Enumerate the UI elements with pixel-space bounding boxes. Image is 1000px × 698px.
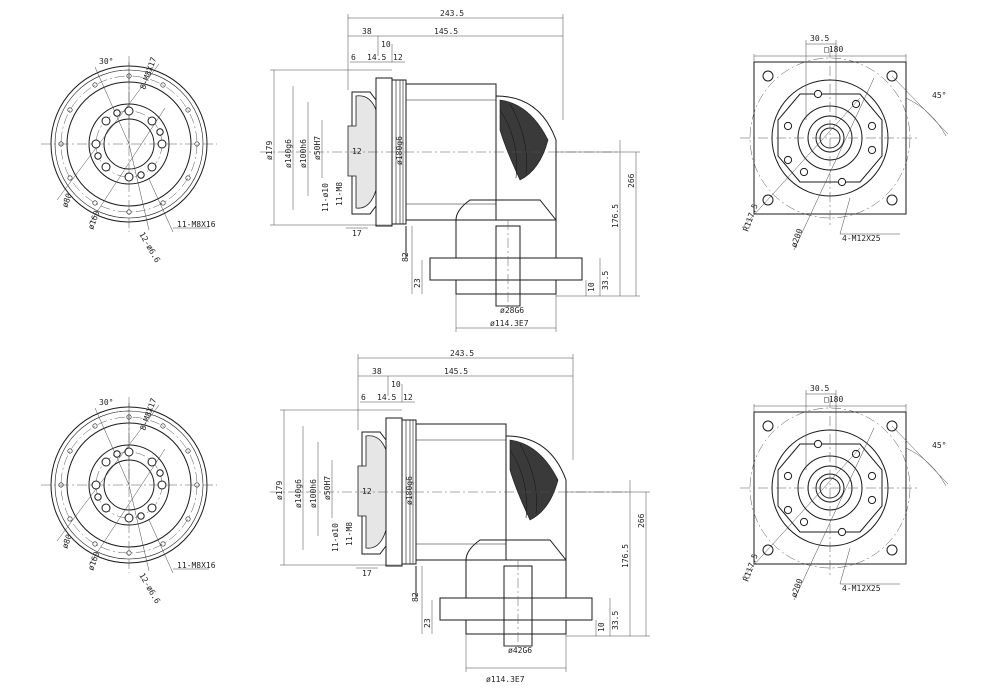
side-section-view: 243.5 38 145.5 10 6 14.5 12 ø179 ø140g6 …	[260, 9, 640, 332]
dim-d180g6: ø180g6	[395, 136, 404, 165]
dim-30-2: 30.5	[810, 384, 829, 393]
dim-14: 14.5	[367, 53, 386, 62]
dim-shaft: ø28G6	[500, 306, 524, 315]
dim-bore: ø114.3E7	[490, 319, 529, 328]
pin-label: 12-ø6.6	[137, 231, 162, 265]
tap-label-right: 4-M12X25	[842, 234, 881, 243]
drawing-row-2: 30° 8-M8X17 ø80 ø160 11-M8X16 12-ø6.6 24…	[41, 349, 949, 684]
r117-label: R117.5	[741, 202, 759, 232]
dim-10b-2: 10	[597, 622, 606, 632]
hole-label: 11-M8X16	[177, 220, 216, 229]
dim-17-2: 17	[362, 569, 372, 578]
dim-145: 145.5	[434, 27, 458, 36]
dim-82-2: 82	[411, 592, 420, 602]
tap-label: 8-M8X17	[138, 56, 158, 91]
d200-label: ø200	[789, 227, 804, 248]
dim-12b: 12	[352, 147, 362, 156]
dim-10-2: 10	[391, 380, 401, 389]
pitch-small-label-2: ø80	[60, 533, 73, 550]
dim-11-phi10: 11-ø10	[321, 183, 330, 212]
tap-label-2: 8-M8X17	[138, 397, 158, 432]
dim-17: 17	[352, 229, 362, 238]
dim-11-m8: 11-M8	[335, 182, 344, 206]
pitch-small-label: ø80	[60, 192, 73, 209]
dim-12: 12	[393, 53, 403, 62]
dim-82: 82	[401, 252, 410, 262]
square-label: □180	[824, 45, 843, 54]
angle45-label-2: 45°	[932, 441, 946, 450]
drawing-row-1: 30° 8-M8X17 ø80 ø160 11-M8X16 12-ø6.6 24…	[41, 9, 949, 332]
dim-bore-2: ø114.3E7	[486, 675, 525, 684]
flange-end-view-left-2: 30° 8-M8X17 ø80 ø160 11-M8X16 12-ø6.6	[41, 397, 217, 606]
flange-end-view-left: 30° 8-M8X17 ø80 ø160 11-M8X16 12-ø6.6	[41, 56, 217, 265]
dim-d50-2: ø50H7	[323, 476, 332, 500]
dim-d179-2: ø179	[275, 481, 284, 500]
pitch-large-label-2: ø160	[86, 550, 101, 571]
dim-14-2: 14.5	[377, 393, 396, 402]
dim-33-2: 33.5	[611, 611, 620, 630]
dim-d100: ø100h6	[299, 139, 308, 168]
dim-176: 176.5	[611, 204, 620, 228]
square-label-2: □180	[824, 395, 843, 404]
angle-label-2: 30°	[99, 398, 113, 407]
tap-label-right-2: 4-M12X25	[842, 584, 881, 593]
dim-d179: ø179	[265, 141, 274, 160]
dim-176-2: 176.5	[621, 544, 630, 568]
dim-d140-2: ø140g6	[294, 479, 303, 508]
dim-6: 6	[351, 53, 356, 62]
dim-23: 23	[413, 278, 422, 288]
r117-label-2: R117.5	[741, 552, 759, 582]
dim-38-2: 38	[372, 367, 382, 376]
dim-33: 33.5	[601, 271, 610, 290]
dim-11-m8-2: 11-M8	[345, 522, 354, 546]
pin-label-2: 12-ø6.6	[137, 572, 162, 606]
dim-10: 10	[381, 40, 391, 49]
dim-overall: 243.5	[440, 9, 464, 18]
angle45-label: 45°	[932, 91, 946, 100]
dim-d100-2: ø100h6	[309, 479, 318, 508]
dim-shaft-2: ø42G6	[508, 646, 532, 655]
dim-145-2: 145.5	[444, 367, 468, 376]
d200-label-2: ø200	[789, 577, 804, 598]
dim-d50: ø50H7	[313, 136, 322, 160]
dim-12b-2: 12	[362, 487, 372, 496]
dim-30: 30.5	[810, 34, 829, 43]
dim-11-phi10-2: 11-ø10	[331, 523, 340, 552]
dim-overall-2: 243.5	[450, 349, 474, 358]
dim-38: 38	[362, 27, 372, 36]
dim-d140: ø140g6	[284, 139, 293, 168]
angle-label: 30°	[99, 57, 113, 66]
hole-label-2: 11-M8X16	[177, 561, 216, 570]
dim-12-2: 12	[403, 393, 413, 402]
dim-23-2: 23	[423, 618, 432, 628]
dim-6-2: 6	[361, 393, 366, 402]
dim-266: 266	[627, 173, 636, 188]
flange-end-view-right: □180 30.5 45° R117.5 ø	[740, 34, 949, 251]
dim-266-2: 266	[637, 513, 646, 528]
dim-10b: 10	[587, 282, 596, 292]
dim-d180g6-2: ø180g6	[405, 476, 414, 505]
flange-end-view-right-2: □180 30.5 45° R117.5 ø	[740, 384, 949, 601]
pitch-large-label: ø160	[86, 209, 101, 230]
side-section-view-2: 243.5 38 145.5 10 6 14.5 12 ø179 ø140g6 …	[270, 349, 650, 684]
